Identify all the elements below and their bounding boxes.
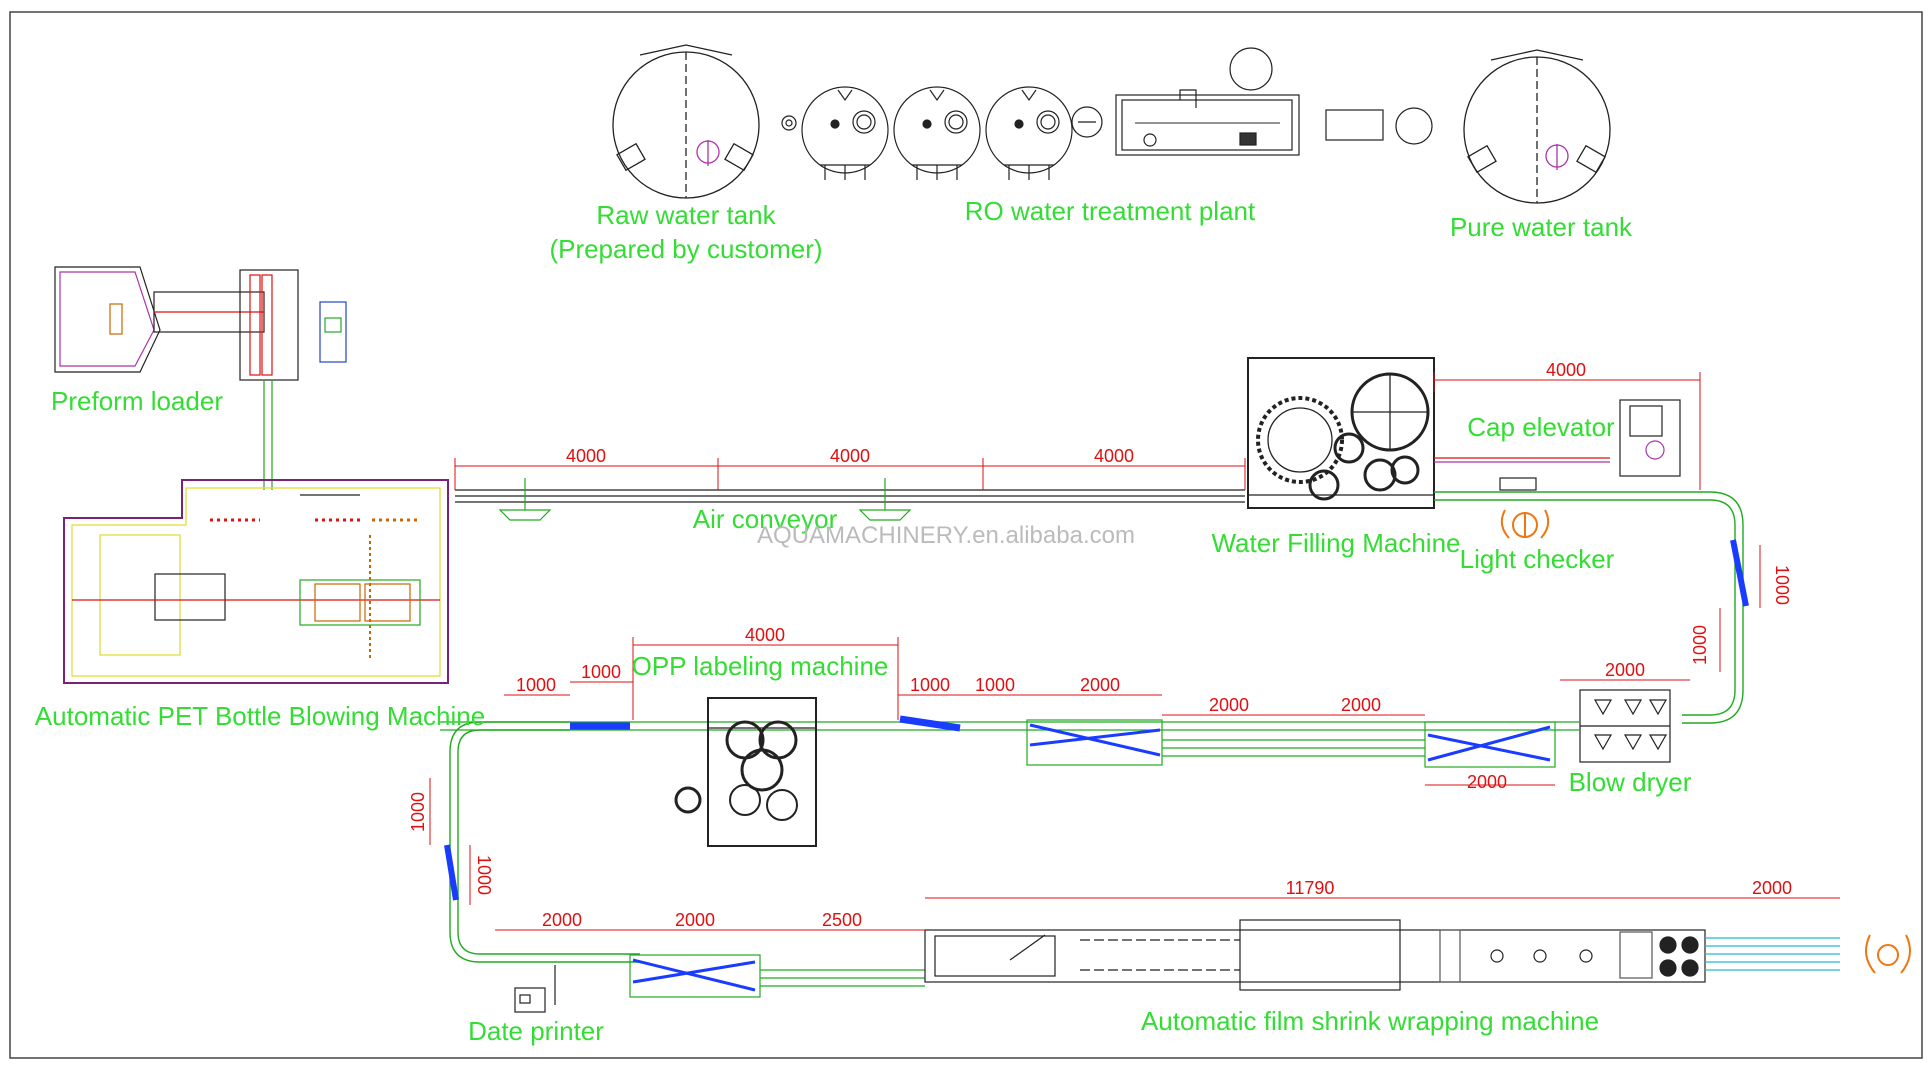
label-filling-machine: Water Filling Machine	[1211, 528, 1460, 558]
dim-left-v2: 1000	[474, 855, 494, 895]
label-raw-water-tank-note: (Prepared by customer)	[549, 234, 822, 264]
middle-conveyor	[440, 715, 1580, 768]
filling-machine-drawing	[1247, 357, 1435, 509]
dim-shrink-len: 11790	[1286, 878, 1335, 898]
ro-unit	[1115, 89, 1300, 156]
dim-opp-width: 4000	[745, 625, 785, 645]
dim-right-v2: 1000	[1690, 625, 1710, 665]
label-date-printer: Date printer	[468, 1016, 604, 1046]
pure-water-tank	[1463, 49, 1611, 204]
blow-dryer-drawing	[1579, 689, 1671, 763]
dim-bot-2000b: 2000	[675, 910, 715, 930]
dimension-texts: 4000 4000 4000 4000 1000 1000 4000 1000 …	[408, 360, 1792, 930]
dim-mid-1000a: 1000	[516, 675, 556, 695]
left-loop-conveyor	[444, 721, 640, 963]
dim-end-2000: 2000	[1752, 878, 1792, 898]
dimension-lines	[429, 372, 1840, 931]
dim-dryer-bottom: 2000	[1467, 772, 1507, 792]
ro-filter-1	[801, 86, 889, 180]
date-printer-drawing	[514, 965, 556, 1013]
drawing-border	[9, 11, 1923, 1059]
dim-mid-2000c: 2000	[1341, 695, 1381, 715]
dim-mid-2000a: 2000	[1080, 675, 1120, 695]
preform-loader-drawing	[54, 266, 347, 490]
label-blow-dryer: Blow dryer	[1569, 767, 1692, 797]
cap-elevator-drawing	[1434, 399, 1681, 491]
dim-mid-2000b: 2000	[1209, 695, 1249, 715]
dim-air-1: 4000	[566, 446, 606, 466]
dim-bot-2000a: 2000	[542, 910, 582, 930]
label-light-checker: Light checker	[1460, 544, 1615, 574]
blowing-machine-drawing	[63, 479, 449, 684]
dim-top-right: 4000	[1546, 360, 1586, 380]
label-shrink-wrapping: Automatic film shrink wrapping machine	[1141, 1006, 1599, 1036]
air-conveyor-drawing	[455, 478, 1245, 521]
dim-left-v1: 1000	[408, 792, 428, 832]
label-opp-labeling: OPP labeling machine	[632, 651, 889, 681]
label-pure-water-tank: Pure water tank	[1450, 212, 1633, 242]
dim-right-v1: 1000	[1772, 565, 1792, 605]
dim-dryer-top: 2000	[1605, 660, 1645, 680]
dim-mid-1000b: 1000	[581, 662, 621, 682]
label-cap-elevator: Cap elevator	[1467, 412, 1615, 442]
light-checker-icon	[1500, 509, 1550, 539]
operator-icon	[1865, 934, 1911, 974]
right-loop-conveyor	[1434, 491, 1749, 724]
opp-labeling-drawing	[674, 697, 817, 847]
label-blowing-machine: Automatic PET Bottle Blowing Machine	[35, 701, 485, 731]
dim-bot-2500: 2500	[822, 910, 862, 930]
ro-filter-2	[893, 86, 981, 180]
label-ro-plant: RO water treatment plant	[965, 196, 1256, 226]
shrink-wrap-drawing	[924, 919, 1840, 991]
dim-mid-1000c: 1000	[910, 675, 950, 695]
raw-water-tank	[612, 44, 760, 199]
component-labels: Raw water tank (Prepared by customer) RO…	[35, 196, 1692, 1046]
label-air-conveyor: Air conveyor	[693, 504, 838, 534]
label-preform-loader: Preform loader	[51, 386, 223, 416]
dim-mid-1000d: 1000	[975, 675, 1015, 695]
ro-water-treatment-plant	[781, 47, 1433, 180]
dim-air-2: 4000	[830, 446, 870, 466]
dim-air-3: 4000	[1094, 446, 1134, 466]
bottom-conveyor	[629, 954, 925, 998]
ro-filter-3	[985, 86, 1073, 180]
watermark: AQUAMACHINERY.en.alibaba.com	[757, 522, 1135, 549]
label-raw-water-tank: Raw water tank	[596, 200, 776, 230]
